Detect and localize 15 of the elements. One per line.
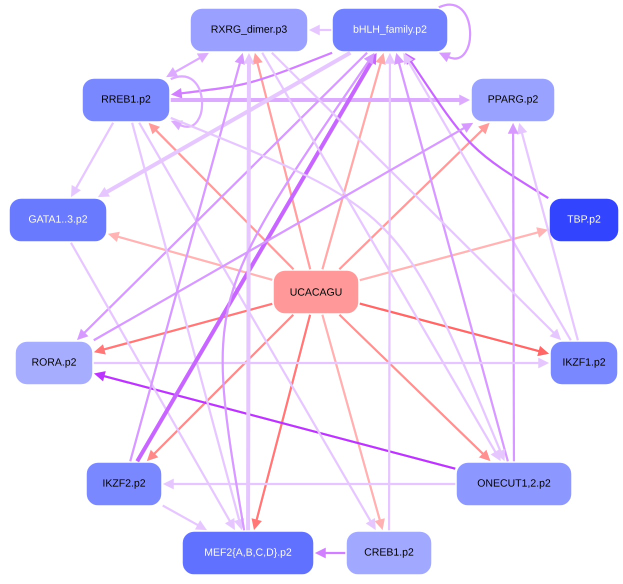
node-box: MEF2{A,B,C,D}.p2 bbox=[181, 530, 315, 576]
arrow bbox=[170, 76, 204, 130]
arrow bbox=[438, 4, 472, 62]
node-box: CREB1.p2 bbox=[345, 530, 433, 576]
node-box: IKZF1.p2 bbox=[549, 340, 619, 386]
node-box: ONECUT1,2.p2 bbox=[455, 461, 573, 507]
node-box: RORA.p2 bbox=[14, 340, 94, 386]
node-box: GATA1..3.p2 bbox=[8, 197, 108, 243]
node-box: UCACAGU bbox=[272, 269, 360, 315]
node-box: RREB1.p2 bbox=[81, 77, 171, 123]
node-box: bHLH_family.p2 bbox=[331, 7, 449, 53]
node-box: RXRG_dimer.p3 bbox=[189, 7, 309, 53]
node-box: PPARG.p2 bbox=[470, 77, 556, 123]
node-box: TBP.p2 bbox=[548, 197, 620, 243]
node-box: IKZF2.p2 bbox=[85, 461, 163, 507]
